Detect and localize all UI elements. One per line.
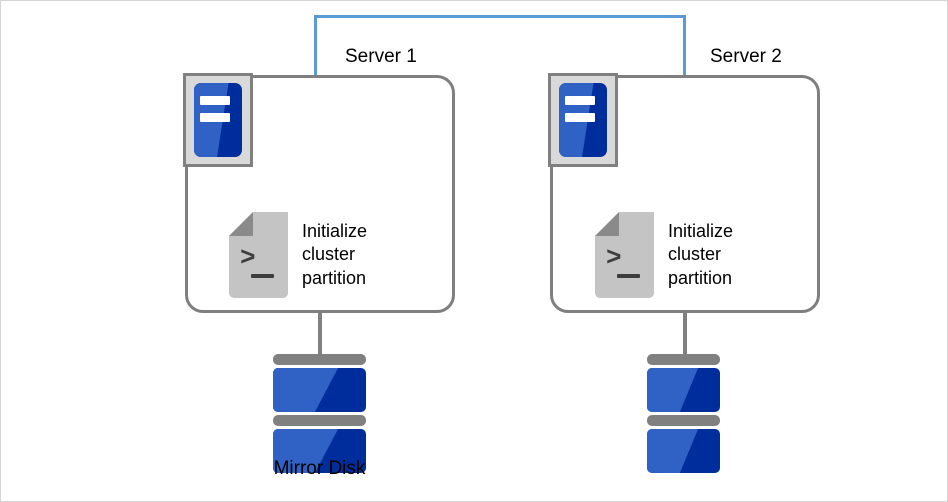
server-icon xyxy=(548,73,618,167)
server-2-task-caption: Initialize cluster partition xyxy=(668,220,734,288)
script-fold-corner xyxy=(595,212,619,236)
server-1-task-caption: Initialize cluster partition xyxy=(302,220,368,288)
disk-platter-upper xyxy=(647,368,720,412)
script-fold-corner xyxy=(229,212,253,236)
server-icon xyxy=(183,73,253,167)
server-icon-body xyxy=(194,83,242,157)
server-2-task: > Initialize cluster partition xyxy=(595,212,733,298)
disk-platter-lower xyxy=(647,429,720,473)
server-icon-bar-top xyxy=(199,95,230,106)
script-cursor-glyph xyxy=(617,274,640,278)
server-2-label: Server 2 xyxy=(710,46,782,67)
disk-bar-middle xyxy=(647,415,720,426)
server-1-disk-connector xyxy=(318,311,322,359)
disk-bar-top xyxy=(273,354,366,365)
disk-bar-middle xyxy=(273,415,366,426)
script-prompt-glyph: > xyxy=(606,243,622,273)
server-1-label: Server 1 xyxy=(345,46,417,67)
server-icon-bar-bottom xyxy=(564,112,595,123)
script-prompt-glyph: > xyxy=(240,243,256,273)
mirror-disk-icon xyxy=(647,354,720,476)
disk-bar-top xyxy=(647,354,720,365)
server-1-task: > Initialize cluster partition xyxy=(229,212,367,298)
script-cursor-glyph xyxy=(251,274,274,278)
command-script-icon: > xyxy=(595,212,654,298)
server-icon-bar-bottom xyxy=(199,112,230,123)
server-2-disk-connector xyxy=(683,311,687,359)
disk-platter-lower xyxy=(273,429,366,473)
server-icon-bar-top xyxy=(564,95,595,106)
script-page xyxy=(595,212,654,298)
disk-platter-upper xyxy=(273,368,366,412)
script-page xyxy=(229,212,288,298)
command-script-icon: > xyxy=(229,212,288,298)
mirror-disk-label: Mirror Disk xyxy=(273,458,366,479)
mirror-disk-icon xyxy=(273,354,366,476)
server-icon-body xyxy=(559,83,607,157)
